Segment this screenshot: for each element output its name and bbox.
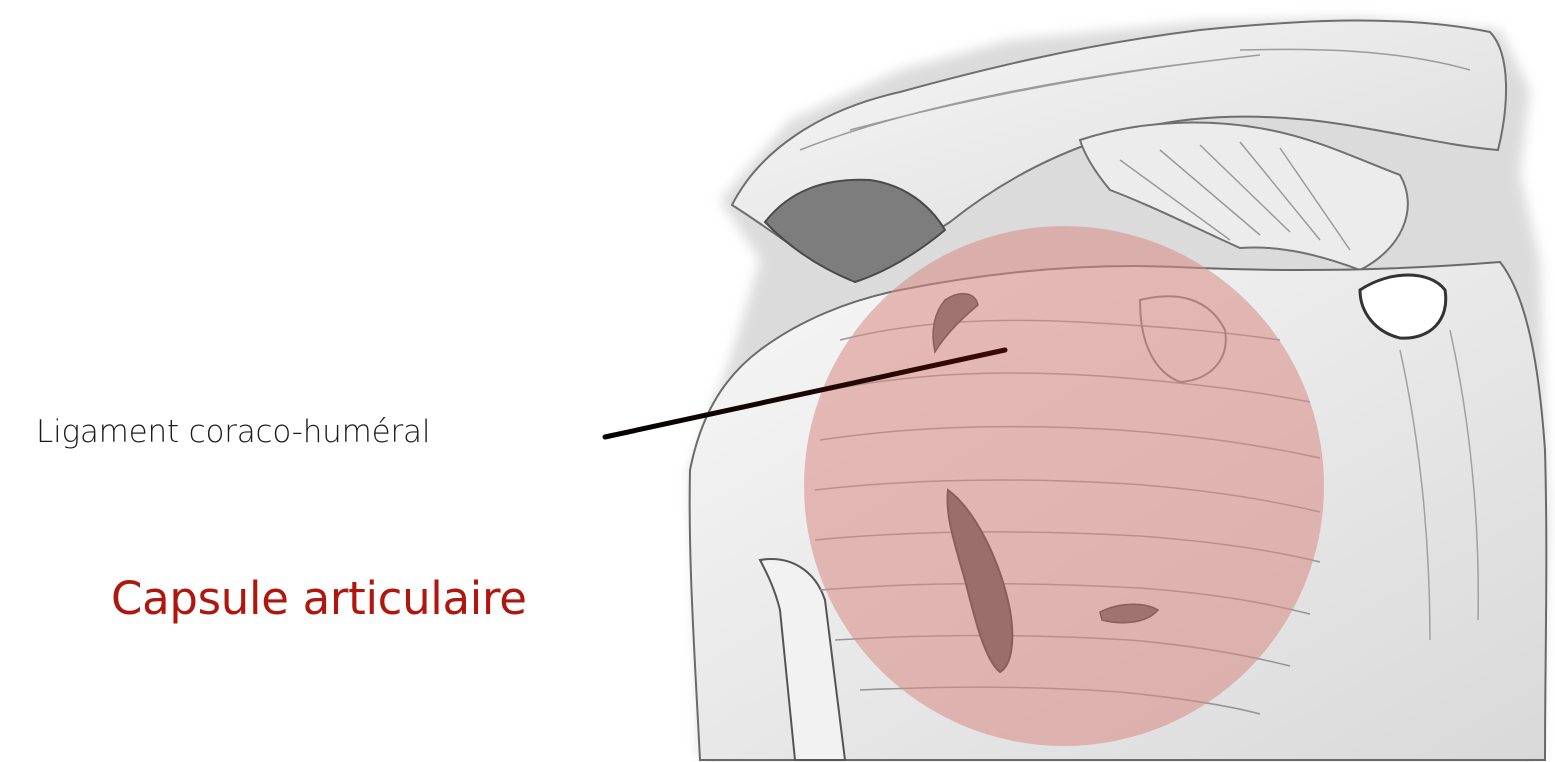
capsule-highlight [804, 226, 1324, 746]
capsule-label: Capsule articulaire [111, 572, 527, 625]
ligament-label: Ligament coraco-huméral [36, 414, 430, 450]
